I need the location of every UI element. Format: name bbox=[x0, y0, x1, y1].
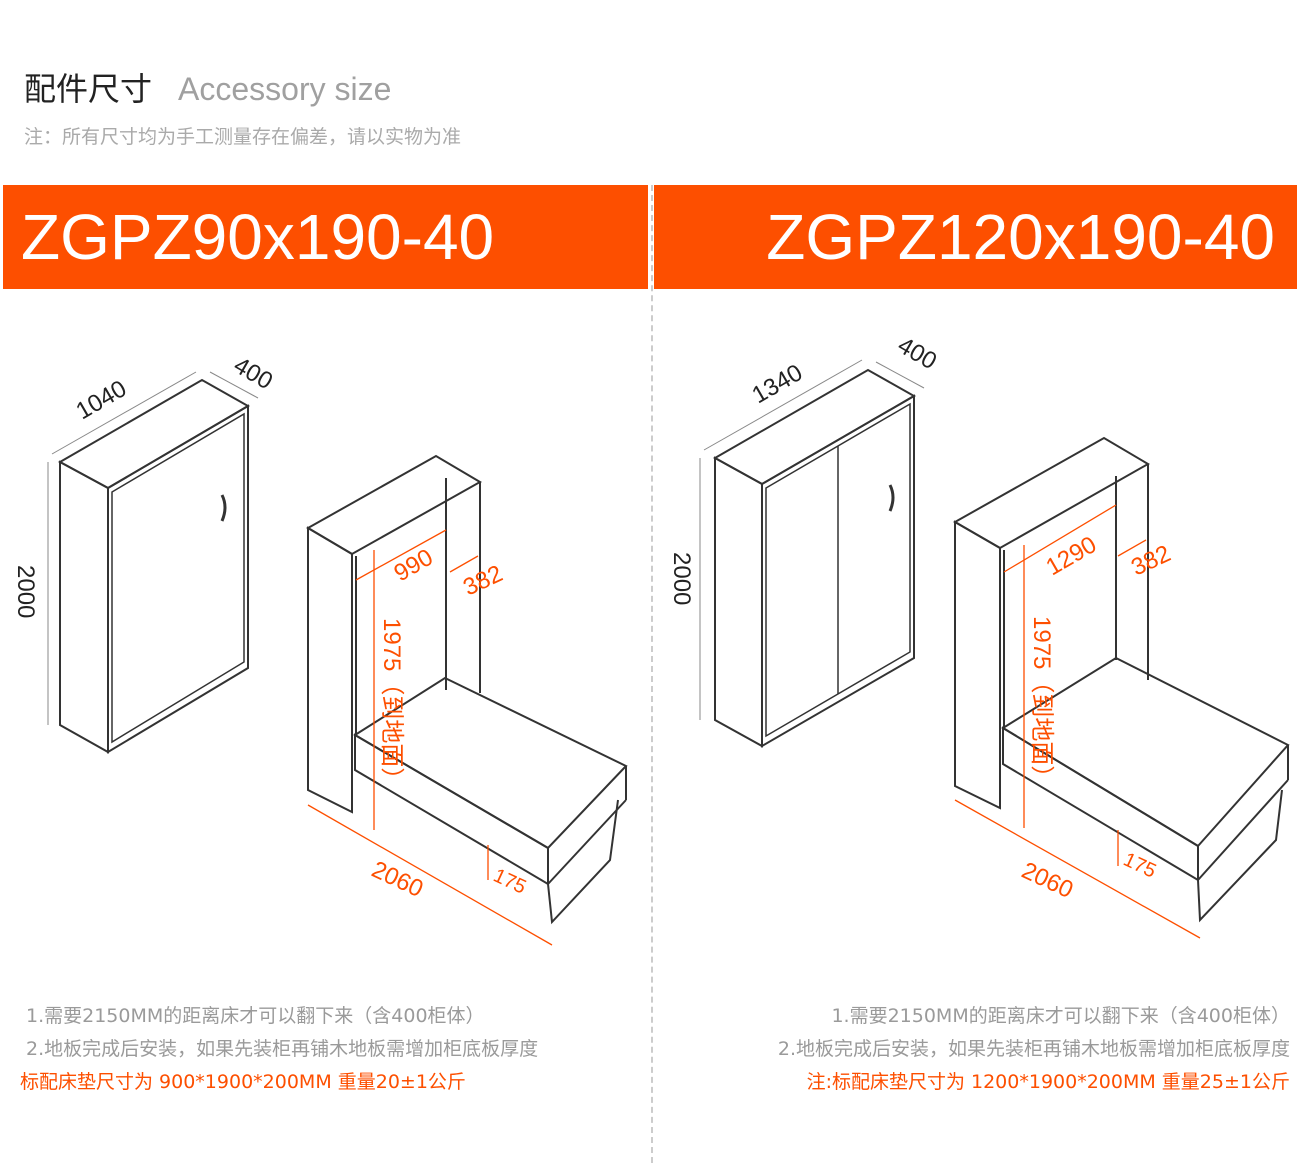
open-bed-left bbox=[305, 454, 628, 925]
measurement-note: 注：所有尺寸均为手工测量存在偏差，请以实物为准 bbox=[24, 126, 462, 148]
dim-inner-height: 1975（到地面） bbox=[1028, 616, 1055, 789]
note-2: 2.地板完成后安装，如果先装柜再铺木地板需增加柜底板厚度 bbox=[26, 1038, 539, 1060]
dim-depth: 400 bbox=[893, 332, 941, 375]
dim-height: 2000 bbox=[668, 552, 695, 605]
dim-inner-width: 1290 bbox=[1042, 531, 1102, 581]
mattress-spec: 标配床垫尺寸为 900*1900*200MM 重量20±1公斤 bbox=[20, 1071, 466, 1093]
note-1: 1.需要2150MM的距离床才可以翻下来（含400柜体） bbox=[831, 1005, 1290, 1027]
note-2: 2.地板完成后安装，如果先装柜再铺木地板需增加柜底板厚度 bbox=[777, 1038, 1290, 1060]
divider bbox=[651, 185, 653, 1163]
model-banner-left: ZGPZ90x190-40 bbox=[3, 185, 648, 289]
open-bed-right bbox=[952, 436, 1290, 923]
dim-height: 2000 bbox=[12, 565, 39, 618]
dim-inner-width: 990 bbox=[390, 544, 438, 587]
dim-width: 1340 bbox=[748, 359, 808, 409]
page-title: 配件尺寸 Accessory size bbox=[24, 64, 391, 110]
dim-inner-height: 1975（到地面） bbox=[378, 618, 405, 791]
dim-width: 1040 bbox=[72, 375, 132, 425]
dim-inner-depth: 382 bbox=[459, 560, 507, 601]
title-cn: 配件尺寸 bbox=[24, 70, 153, 108]
closed-cabinet-right bbox=[699, 359, 925, 748]
title-en: Accessory size bbox=[178, 71, 392, 107]
dim-length: 2060 bbox=[367, 856, 427, 903]
notes-left: 1.需要2150MM的距离床才可以翻下来（含400柜体） 2.地板完成后安装，如… bbox=[20, 1000, 539, 1099]
closed-cabinet-left bbox=[47, 371, 259, 754]
model-banner-right: ZGPZ120x190-40 bbox=[654, 185, 1297, 289]
notes-right: 1.需要2150MM的距离床才可以翻下来（含400柜体） 2.地板完成后安装，如… bbox=[778, 1000, 1290, 1099]
mattress-spec: 注:标配床垫尺寸为 1200*1900*200MM 重量25±1公斤 bbox=[806, 1071, 1290, 1093]
dim-depth: 400 bbox=[229, 352, 277, 395]
note-1: 1.需要2150MM的距离床才可以翻下来（含400柜体） bbox=[26, 1005, 485, 1027]
